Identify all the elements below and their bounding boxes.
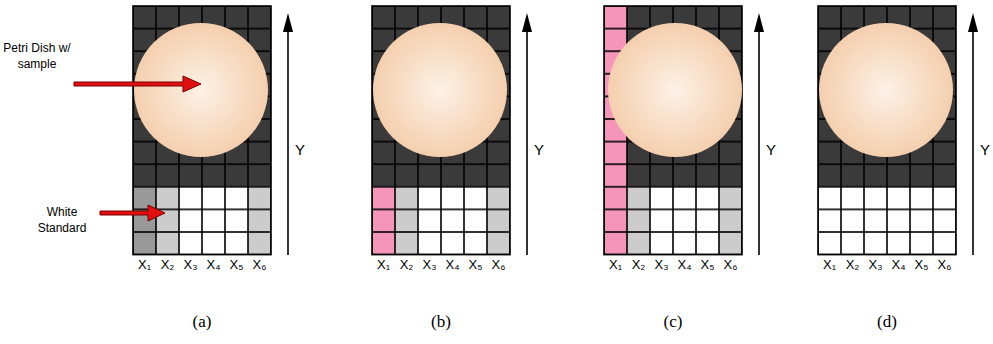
panel-caption: (d) bbox=[863, 312, 911, 332]
petri-dish bbox=[373, 23, 507, 157]
petri-dish bbox=[608, 23, 742, 157]
column-label: X₂ bbox=[154, 257, 181, 273]
axis-arrow bbox=[972, 30, 974, 255]
column-label: X₅ bbox=[462, 257, 489, 273]
axis-label: Y bbox=[295, 141, 309, 159]
column-label: X₂ bbox=[839, 257, 866, 273]
column-label: X₆ bbox=[717, 257, 744, 273]
petri-dish bbox=[134, 23, 268, 157]
panel-caption: (a) bbox=[178, 312, 226, 332]
column-label: X₁ bbox=[131, 257, 158, 273]
callout-label: White Standard bbox=[28, 204, 96, 236]
callout-label: Petri Dish w/ sample bbox=[0, 40, 74, 72]
panel-caption: (b) bbox=[417, 312, 465, 332]
column-label: X₃ bbox=[862, 257, 889, 273]
column-label: X₃ bbox=[177, 257, 204, 273]
column-label: X₃ bbox=[416, 257, 443, 273]
column-label: X₅ bbox=[908, 257, 935, 273]
column-label: X₄ bbox=[671, 257, 698, 273]
scan-grid bbox=[818, 6, 978, 255]
axis-label: Y bbox=[980, 141, 993, 159]
column-label: X₅ bbox=[223, 257, 250, 273]
axis-arrow bbox=[526, 30, 528, 255]
column-label: X₄ bbox=[200, 257, 227, 273]
panel-caption: (c) bbox=[649, 312, 697, 332]
column-label: X₆ bbox=[485, 257, 512, 273]
column-label: X₆ bbox=[246, 257, 273, 273]
column-label: X₅ bbox=[694, 257, 721, 273]
column-label: X₄ bbox=[885, 257, 912, 273]
scan-grid bbox=[372, 6, 532, 255]
column-label: X₁ bbox=[602, 257, 629, 273]
column-label: X₄ bbox=[439, 257, 466, 273]
column-label: X₂ bbox=[393, 257, 420, 273]
axis-label: Y bbox=[534, 141, 548, 159]
axis-label: Y bbox=[766, 141, 780, 159]
petri-dish bbox=[819, 23, 953, 157]
column-label: X₁ bbox=[816, 257, 843, 273]
column-label: X₆ bbox=[931, 257, 958, 273]
axis-arrow bbox=[287, 30, 289, 255]
column-label: X₂ bbox=[625, 257, 652, 273]
scan-grid bbox=[604, 6, 764, 255]
scan-grid bbox=[133, 6, 293, 255]
pointer-arrow bbox=[74, 76, 201, 92]
axis-arrow bbox=[758, 30, 760, 255]
pointer-arrow bbox=[100, 205, 165, 221]
column-label: X₁ bbox=[370, 257, 397, 273]
column-label: X₃ bbox=[648, 257, 675, 273]
